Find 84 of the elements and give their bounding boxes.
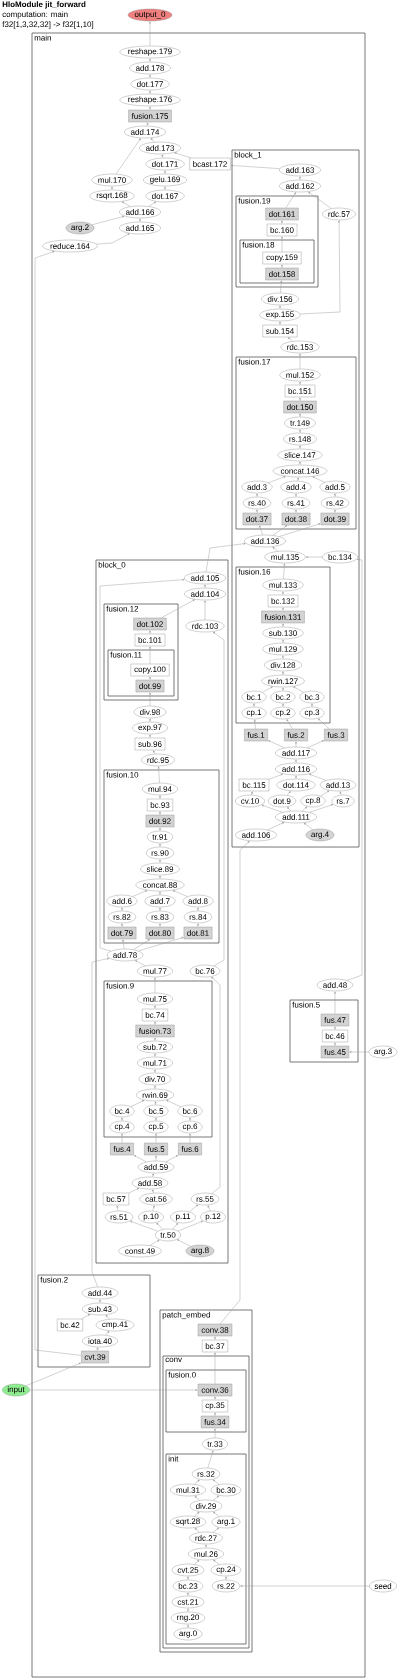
arrow	[172, 1222, 179, 1230]
arrow	[194, 1511, 200, 1517]
arrow	[303, 822, 314, 830]
arrow	[207, 1205, 211, 1212]
arrow	[283, 563, 286, 580]
arrow	[161, 599, 195, 619]
arrow	[318, 718, 330, 730]
arrow	[230, 164, 280, 169]
arrow	[212, 1527, 219, 1533]
arrow	[286, 791, 291, 796]
arrow	[302, 806, 307, 812]
arrow	[99, 578, 185, 952]
arrow	[34, 251, 82, 1356]
arrow	[154, 1101, 157, 1106]
arrow	[132, 890, 148, 897]
arrow	[305, 556, 323, 558]
arrow	[138, 937, 184, 952]
arrow	[165, 1155, 178, 1163]
arrow	[300, 220, 341, 315]
arrow	[150, 138, 155, 143]
arrow	[279, 523, 321, 537]
arrow	[262, 686, 273, 693]
arrow	[272, 546, 278, 552]
arrow	[133, 939, 150, 950]
arrow	[156, 1222, 163, 1230]
arrow	[194, 1495, 200, 1501]
arrow	[287, 807, 291, 812]
arrow	[287, 337, 294, 342]
arrow	[212, 631, 225, 967]
arrow	[261, 804, 283, 813]
arrow	[96, 233, 130, 245]
arrow	[105, 1331, 110, 1336]
arrow	[268, 476, 286, 484]
arrow	[307, 740, 324, 749]
arrow	[309, 773, 327, 781]
arrow	[130, 1100, 145, 1107]
arrow	[253, 719, 256, 730]
arrow	[211, 976, 221, 1194]
arrow	[312, 476, 326, 483]
arrow	[177, 1220, 203, 1232]
arrow	[213, 1479, 220, 1485]
arrow	[259, 525, 263, 536]
arrow	[194, 1479, 200, 1485]
arrow	[189, 1204, 199, 1212]
arrow	[194, 1559, 200, 1565]
arrow	[212, 1495, 219, 1501]
arrow	[130, 1220, 158, 1232]
arrow	[309, 804, 334, 813]
arrow	[267, 822, 285, 831]
arrow	[91, 957, 110, 1288]
arrow	[272, 525, 288, 536]
arrow	[194, 1527, 200, 1533]
arrow	[207, 1450, 214, 1469]
arrow	[286, 719, 293, 730]
arrow	[134, 1155, 147, 1163]
arrow	[157, 766, 160, 784]
arrow	[174, 152, 191, 159]
arrow	[25, 1362, 81, 1386]
arrow	[81, 1314, 90, 1320]
arrow	[347, 558, 363, 981]
arrow	[308, 191, 332, 209]
arrow	[213, 1511, 220, 1517]
arrow	[105, 1315, 110, 1320]
arrow	[122, 201, 131, 207]
arrow	[148, 201, 157, 207]
arrow	[166, 1100, 182, 1108]
arrow	[268, 773, 283, 780]
arrow	[91, 215, 125, 225]
arrow	[149, 1239, 160, 1246]
arrow	[128, 1188, 140, 1194]
arrow	[213, 1559, 220, 1565]
arrow	[320, 790, 330, 797]
arrow	[177, 1239, 191, 1247]
arrow	[116, 1205, 119, 1212]
arrow	[219, 841, 250, 1325]
arrow	[293, 686, 304, 693]
arrow	[268, 740, 285, 749]
arrow	[205, 542, 246, 573]
arrow	[285, 192, 296, 209]
arrow	[135, 960, 146, 967]
arrow	[172, 890, 188, 897]
arrow	[152, 1205, 155, 1212]
arrow	[122, 939, 125, 950]
arrow	[115, 138, 141, 175]
